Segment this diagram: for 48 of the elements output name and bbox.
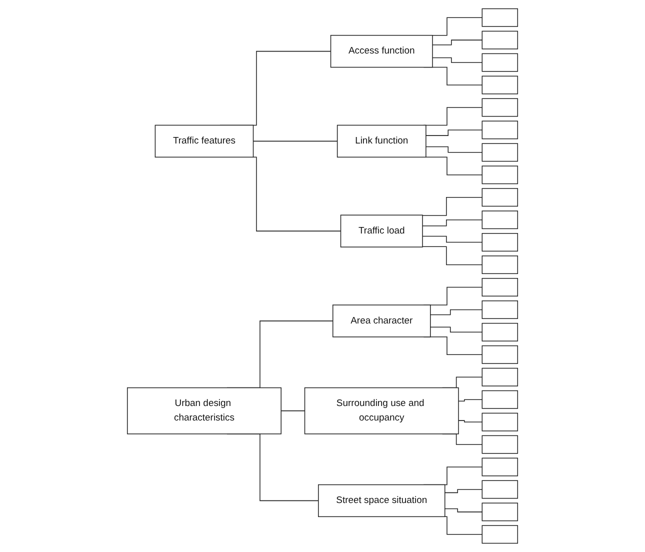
node-box: [482, 322, 518, 342]
node-box: Area character: [332, 304, 431, 338]
connector: [422, 236, 483, 243]
node-box: [482, 8, 518, 27]
node-box: [482, 502, 518, 522]
connector: [430, 309, 483, 316]
node-box: [482, 30, 518, 50]
node-box: Traffic load: [340, 214, 423, 248]
node-box: [482, 53, 518, 72]
node-box: [482, 98, 518, 117]
node-box: [482, 278, 518, 296]
node-box: [482, 458, 518, 476]
node-box: [482, 435, 518, 454]
connector: [422, 246, 483, 266]
node-box: [482, 412, 518, 432]
connector: [422, 196, 483, 216]
node-box: [482, 480, 518, 499]
node-box: Street space situation: [318, 484, 446, 518]
node-box: [482, 210, 518, 230]
connector: [280, 410, 306, 412]
node-box: [482, 256, 518, 274]
connector: [458, 420, 483, 422]
node-box: [482, 390, 518, 409]
node-box: [482, 76, 518, 94]
connector: [252, 140, 338, 142]
connector: [458, 399, 483, 402]
connector: [432, 57, 483, 63]
connector: [426, 130, 483, 136]
node-box: [482, 233, 518, 252]
connector: [444, 508, 483, 512]
connector: [422, 219, 483, 226]
node-box: Link function: [336, 124, 426, 158]
node-box: [482, 525, 518, 544]
node-box: Traffic features: [154, 124, 254, 158]
node-box: Urban design characteristics: [126, 387, 282, 434]
connector: [426, 146, 483, 153]
node-box: [482, 120, 518, 140]
node-box: [482, 143, 518, 162]
node-box: [482, 300, 518, 319]
connector: [432, 40, 483, 46]
node-box: Surrounding use and occupancy: [304, 387, 459, 434]
connector: [430, 326, 483, 333]
connector: [444, 489, 483, 494]
node-box: Access function: [330, 34, 433, 68]
node-box: [482, 345, 518, 364]
node-box: [482, 368, 518, 386]
node-box: [482, 188, 518, 207]
node-box: [482, 166, 518, 184]
